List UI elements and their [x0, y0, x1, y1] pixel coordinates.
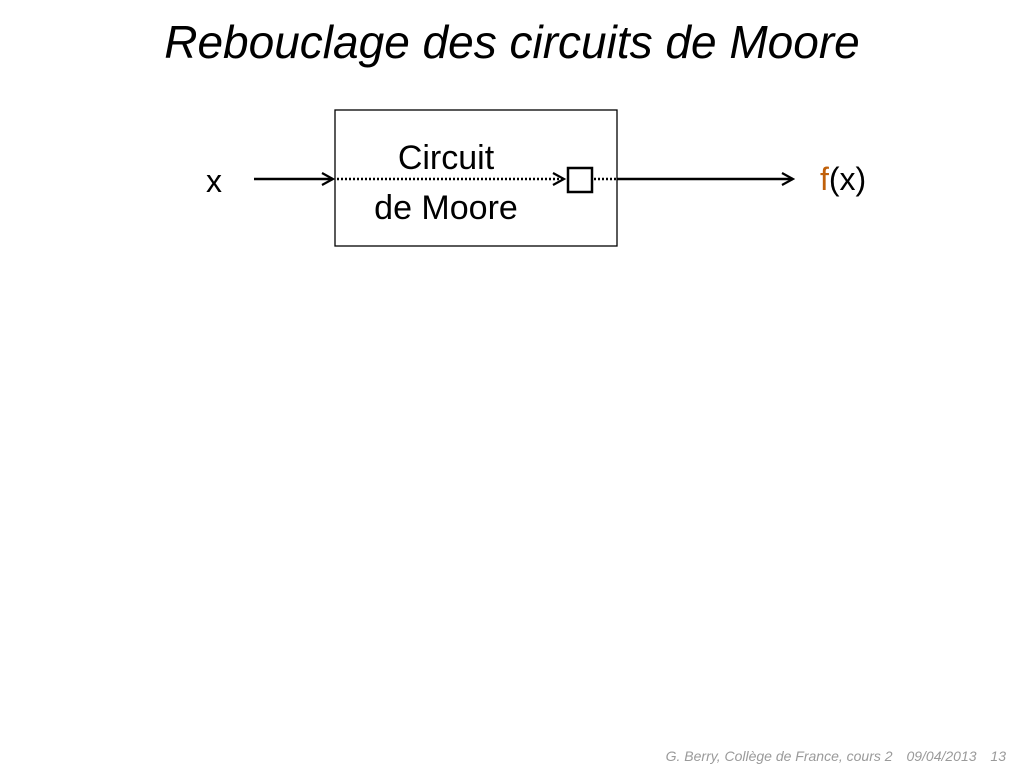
output-argument: (x) — [828, 161, 867, 197]
footer-date: 09/04/2013 — [906, 748, 977, 764]
footer-page-number: 13 — [990, 748, 1006, 764]
register-square — [566, 166, 594, 194]
slide-title: Rebouclage des circuits de Moore — [164, 16, 860, 68]
output-function-name: f — [820, 161, 829, 197]
input-label: x — [206, 163, 222, 199]
output-label: f(x) — [820, 160, 866, 198]
slide-footer: G. Berry, Collège de France, cours 2 09/… — [666, 748, 1006, 764]
footer-author: G. Berry, Collège de France, cours 2 — [665, 748, 893, 764]
circuit-box-label: Circuit de Moore — [335, 133, 557, 233]
circuit-label-line1: Circuit — [397, 139, 495, 177]
circuit-label-line2: de Moore — [374, 189, 518, 227]
